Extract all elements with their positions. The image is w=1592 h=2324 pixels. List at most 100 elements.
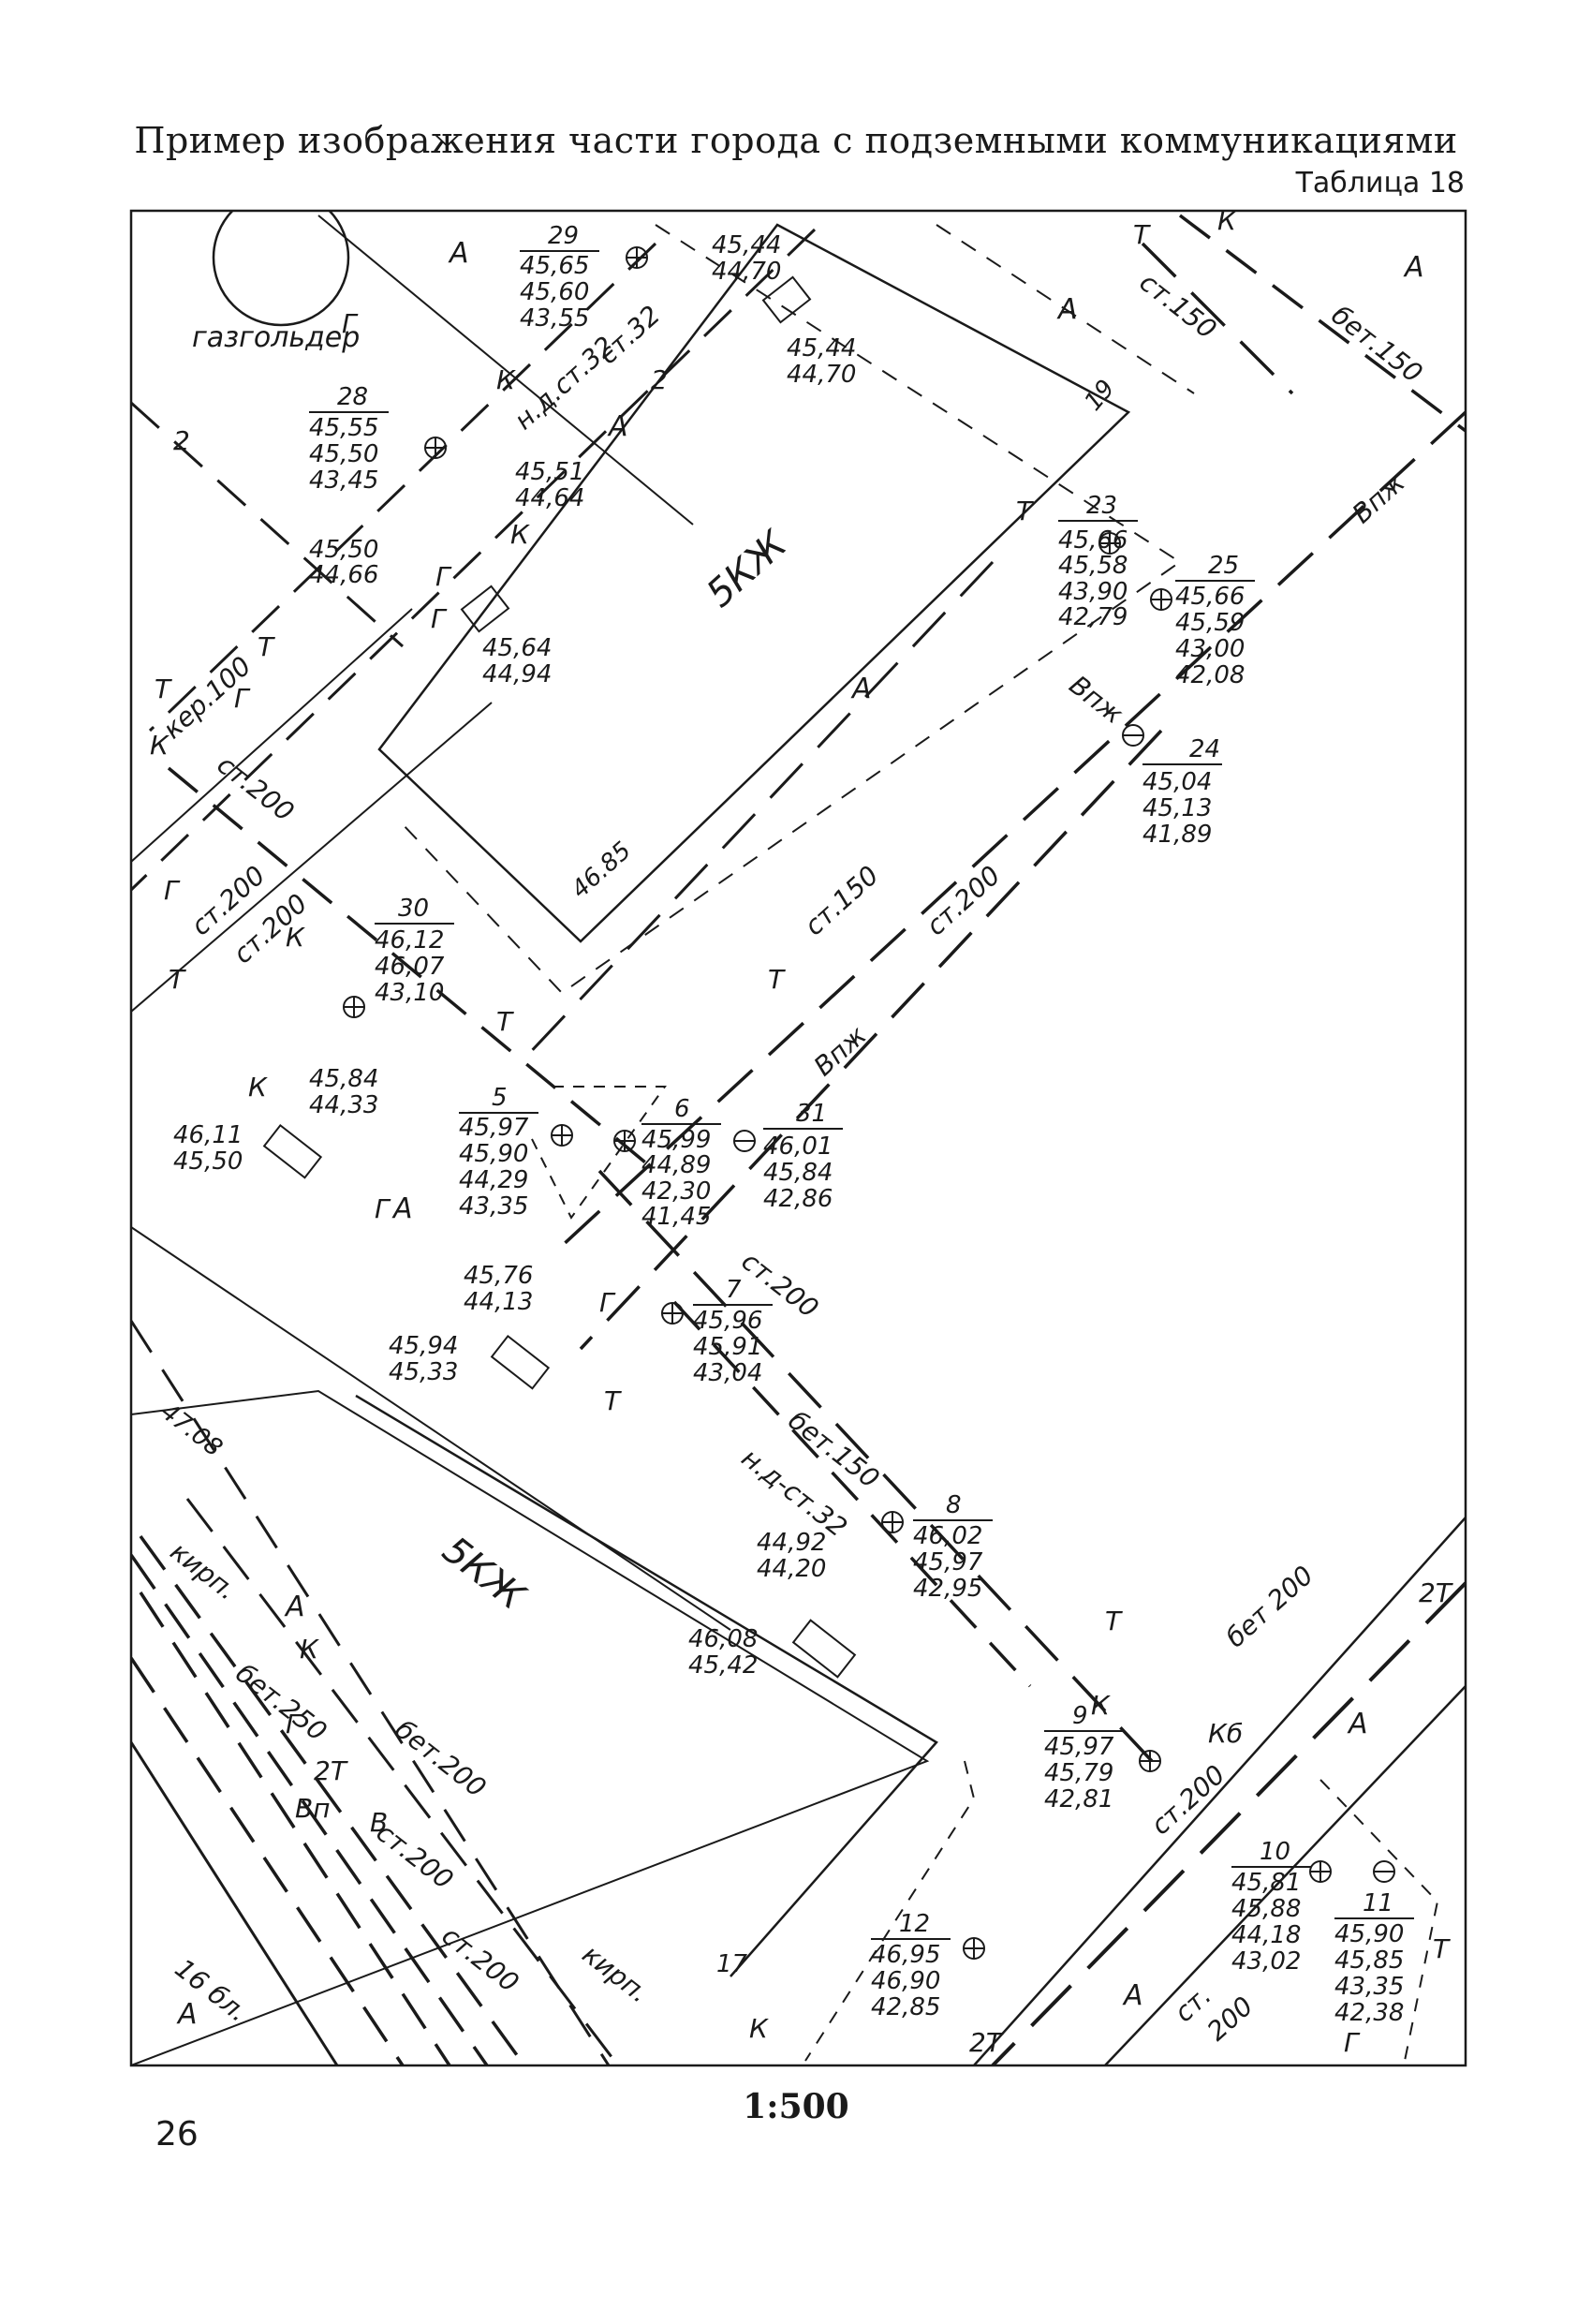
network-code: Г	[164, 875, 181, 906]
well-value: 42,30	[641, 1177, 711, 1206]
well-value: 43,04	[693, 1359, 762, 1387]
well-10: 10 45,81 45,88 44,18 43,02	[1231, 1838, 1311, 1976]
well-value: 45,97	[913, 1548, 983, 1576]
utility-line-g	[672, 1300, 1032, 1688]
well-value: 44,29	[459, 1166, 528, 1194]
network-code: Т	[1105, 1606, 1123, 1636]
well-value: 43,55	[520, 304, 589, 333]
network-code: Г	[599, 1287, 616, 1318]
zone-label: А	[284, 1591, 305, 1623]
zone-labels: А А А А А А А А А А	[176, 237, 1424, 2031]
gas-holder-circle	[212, 211, 350, 327]
elevation-value: 44,13	[464, 1288, 533, 1316]
well-number: 10	[1260, 1838, 1290, 1866]
well-value: 45,90	[1334, 1920, 1404, 1948]
page-title: Пример изображения части города с подзем…	[134, 120, 1458, 161]
building-block-2-outline	[131, 1389, 930, 2065]
network-code: Т	[258, 631, 275, 662]
table-label: Таблица 18	[1295, 167, 1465, 200]
bundle-line-2	[139, 1534, 526, 2065]
spot-height: 46.85	[567, 836, 637, 904]
well-number: 23	[1086, 492, 1117, 520]
well-value: 44,89	[641, 1151, 711, 1179]
well-value: 43,10	[375, 979, 444, 1007]
well-value: 43,02	[1231, 1947, 1301, 1976]
utility-line-st200	[579, 729, 1163, 1351]
well-9: 9 45,97 45,79 42,81	[1044, 1702, 1124, 1813]
well-value: 43,35	[459, 1192, 528, 1221]
well-value: 42,08	[1175, 661, 1245, 689]
dashed-boundary-3	[804, 1760, 976, 2062]
elevation-value: 44,92	[757, 1529, 826, 1557]
well-24: 24 45,04 45,13 41,89	[1142, 735, 1222, 849]
well-29: 29 45,65 45,60 43,55	[520, 222, 599, 333]
well-value: 45,55	[309, 414, 378, 442]
elevation-value: 45,33	[389, 1358, 458, 1386]
network-code: Г	[431, 603, 448, 634]
dashed-boundary-1	[402, 224, 1182, 995]
elevation-value: 44,20	[757, 1555, 826, 1583]
network-code: Вп	[295, 1793, 331, 1824]
street-line-5	[973, 1517, 1466, 2065]
well-value: 45,59	[1175, 609, 1245, 637]
zone-label: А	[1122, 1979, 1143, 2012]
well-value: 45,60	[520, 278, 589, 306]
well-value: 41,89	[1142, 821, 1212, 849]
elevation-value: 44,70	[712, 258, 781, 286]
street-line-6	[131, 1226, 731, 1631]
street-line-4	[1104, 1685, 1466, 2065]
well-value: 46,01	[763, 1132, 833, 1161]
well-value: 42,95	[913, 1575, 982, 1603]
elevation-value: 45,76	[464, 1262, 533, 1290]
network-code: 2Т	[969, 2027, 1004, 2058]
utility-line-k	[1178, 214, 1466, 433]
well-markers	[343, 246, 1395, 1960]
network-code: К	[1091, 1690, 1111, 1721]
network-code: Т	[604, 1385, 622, 1416]
well-number: 8	[946, 1491, 962, 1519]
well-value: 45,99	[641, 1126, 711, 1154]
well-value: 45,84	[763, 1159, 833, 1187]
building-label: 5КЖ	[435, 1529, 534, 1620]
well-value: 45,13	[1142, 794, 1212, 822]
well-value: 45,66	[1175, 583, 1245, 611]
well-value: 45,65	[520, 252, 589, 280]
utility-line-t-west	[167, 766, 657, 1173]
well-value: 42,81	[1044, 1785, 1113, 1813]
utility-line-g-north	[148, 242, 657, 733]
bundle-line-1	[131, 1553, 489, 2065]
street-line-1	[317, 215, 694, 525]
elevation-value: 45,84	[309, 1065, 378, 1093]
network-code: Т	[1133, 219, 1151, 250]
well-number: 29	[548, 222, 579, 250]
network-code: Г	[375, 1193, 391, 1224]
network-code: К	[1217, 205, 1237, 236]
well-value: 45,90	[459, 1140, 528, 1168]
well-6: 6 45,99 44,89 42,30 41,45	[641, 1095, 721, 1231]
elevation-value: 46,08	[688, 1625, 758, 1653]
pipe-label: кирп.	[165, 1536, 243, 1606]
elevation-value: 45,50	[309, 536, 378, 564]
network-code: Т	[169, 964, 186, 995]
pipe-label: Впж	[1064, 670, 1129, 731]
elevation-value: 45,51	[515, 458, 584, 486]
pipe-label: кирп.	[577, 1939, 655, 2009]
bundle-line-5	[185, 1498, 620, 2065]
network-code: К	[286, 922, 305, 953]
well-value: 41,45	[641, 1203, 711, 1231]
well-value: 42,38	[1334, 1999, 1404, 2027]
network-code: Т	[1016, 496, 1034, 526]
well-number: 12	[899, 1910, 930, 1938]
elevation-value: 45,50	[173, 1147, 243, 1176]
well-value: 45,81	[1231, 1869, 1301, 1897]
map-scale: 1:500	[743, 2087, 849, 2126]
utility-line-t-st150	[523, 560, 995, 1060]
elevation-value: 44,70	[787, 361, 856, 389]
well-value: 43,45	[309, 466, 378, 495]
well-number: 5	[492, 1084, 508, 1112]
well-labels: 29 45,65 45,60 43,55 28 45,55 45,50 43,4…	[309, 222, 1414, 2027]
elevation-value: 45,44	[712, 231, 781, 259]
inlet-box-2	[460, 585, 510, 633]
elevation-labels: 45,44 44,70 45,44 44,70 45,51 44,64 45,5…	[173, 231, 856, 1680]
page-number: 26	[155, 2115, 199, 2154]
